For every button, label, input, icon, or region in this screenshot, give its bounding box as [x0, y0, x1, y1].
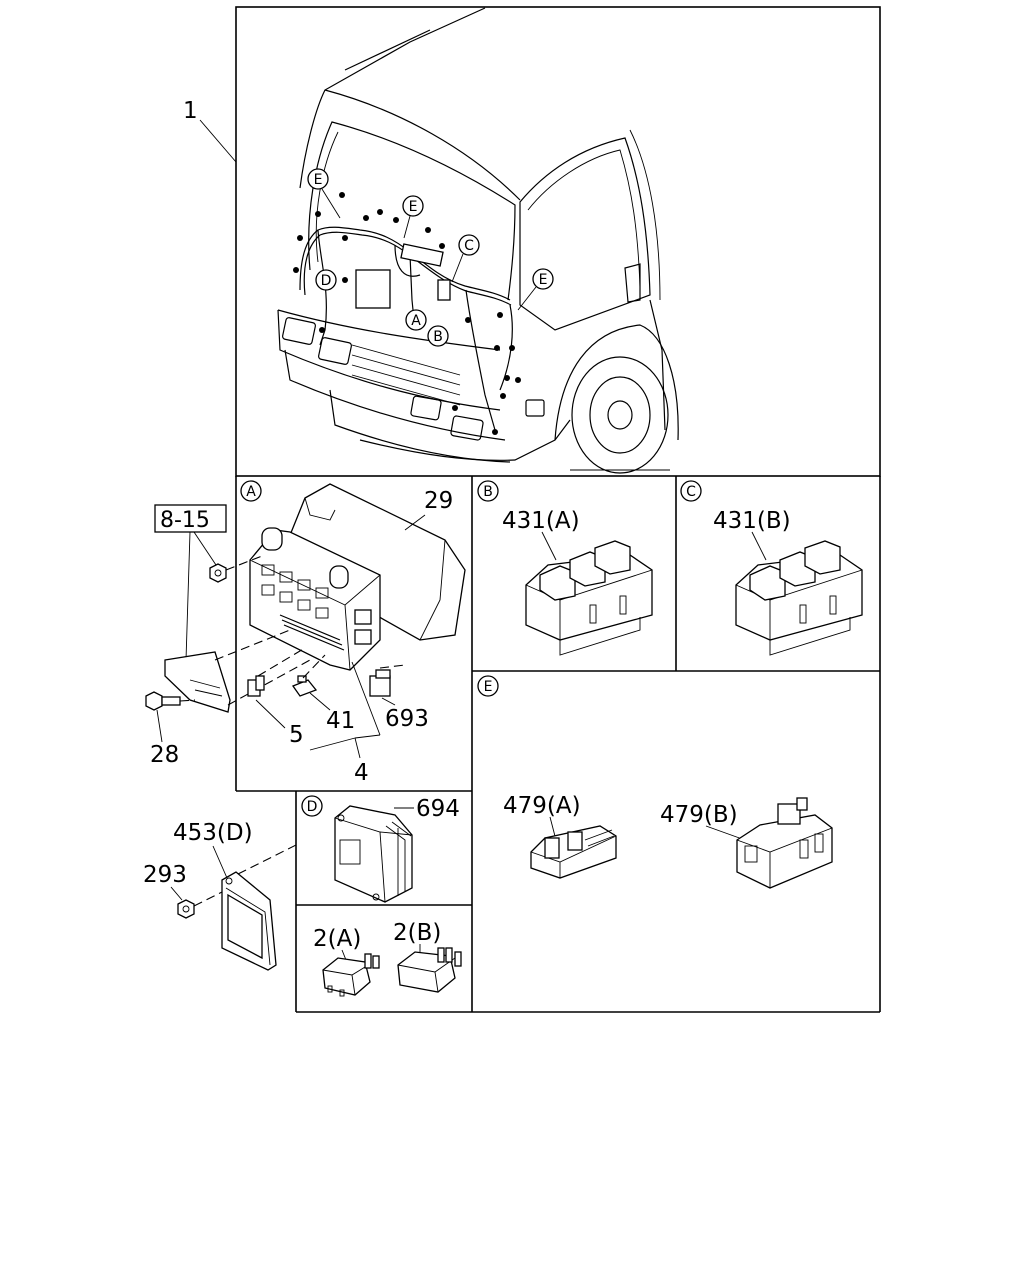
panel-d-label: D	[301, 795, 323, 817]
panel-a-label: A	[240, 480, 262, 502]
callout-8-15: 8-15	[160, 508, 210, 533]
svg-text:E: E	[539, 272, 548, 288]
bolt-28	[145, 691, 181, 711]
truck-cab-illustration	[277, 7, 679, 474]
detail-marker-a[interactable]: A	[405, 309, 427, 331]
mounting-bracket	[164, 651, 231, 713]
ref-box-8-15	[154, 504, 227, 533]
callout-431a: 431(A)	[502, 508, 580, 534]
svg-text:D: D	[307, 799, 318, 815]
detail-marker-e-3[interactable]: E	[532, 268, 554, 290]
svg-text:A: A	[411, 313, 421, 329]
callout-4: 4	[354, 760, 369, 786]
connector-479b	[736, 797, 833, 889]
callout-41: 41	[326, 708, 355, 734]
svg-text:C: C	[464, 238, 474, 254]
svg-text:B: B	[483, 484, 493, 500]
detail-marker-e-1[interactable]: E	[307, 168, 329, 190]
relay-431b	[735, 540, 863, 656]
relay-2a	[322, 953, 380, 997]
panel-b-label: B	[477, 480, 499, 502]
callout-5: 5	[289, 722, 304, 748]
connector-479a	[530, 825, 617, 879]
callout-479b: 479(B)	[660, 802, 738, 828]
relay-431a	[525, 540, 653, 656]
svg-text:D: D	[321, 273, 332, 289]
callout-431b: 431(B)	[713, 508, 791, 534]
svg-text:A: A	[246, 484, 256, 500]
panel-e-label: E	[477, 675, 499, 697]
callout-2a: 2(A)	[313, 926, 361, 952]
relay-693	[369, 669, 391, 697]
relay-2b	[397, 947, 462, 993]
nut-8-15	[209, 563, 227, 583]
callout-453d: 453(D)	[173, 820, 253, 846]
svg-text:E: E	[409, 199, 418, 215]
detail-marker-e-2[interactable]: E	[402, 195, 424, 217]
callout-28: 28	[150, 742, 179, 768]
callout-479a: 479(A)	[503, 793, 581, 819]
callout-693: 693	[385, 706, 429, 732]
module-694	[334, 805, 413, 903]
callout-29: 29	[424, 488, 453, 514]
panel-borders	[235, 6, 881, 1013]
relay-block-on-cab	[355, 269, 391, 309]
detail-marker-c[interactable]: C	[458, 234, 480, 256]
detail-marker-d[interactable]: D	[315, 269, 337, 291]
callout-293: 293	[143, 862, 187, 888]
callout-2b: 2(B)	[393, 920, 441, 946]
fuse-41	[291, 675, 318, 697]
callout-1: 1	[183, 98, 198, 124]
module-453d	[221, 871, 277, 971]
fuse-5	[247, 675, 265, 697]
detail-marker-b[interactable]: B	[427, 325, 449, 347]
nut-293	[177, 899, 195, 919]
callout-694: 694	[416, 796, 460, 822]
panel-c-label: C	[680, 480, 702, 502]
svg-text:C: C	[686, 484, 696, 500]
svg-text:E: E	[484, 679, 493, 695]
wiring-harness-routing	[293, 192, 521, 435]
svg-text:E: E	[314, 172, 323, 188]
fuse-box	[249, 527, 381, 671]
svg-text:B: B	[433, 329, 443, 345]
